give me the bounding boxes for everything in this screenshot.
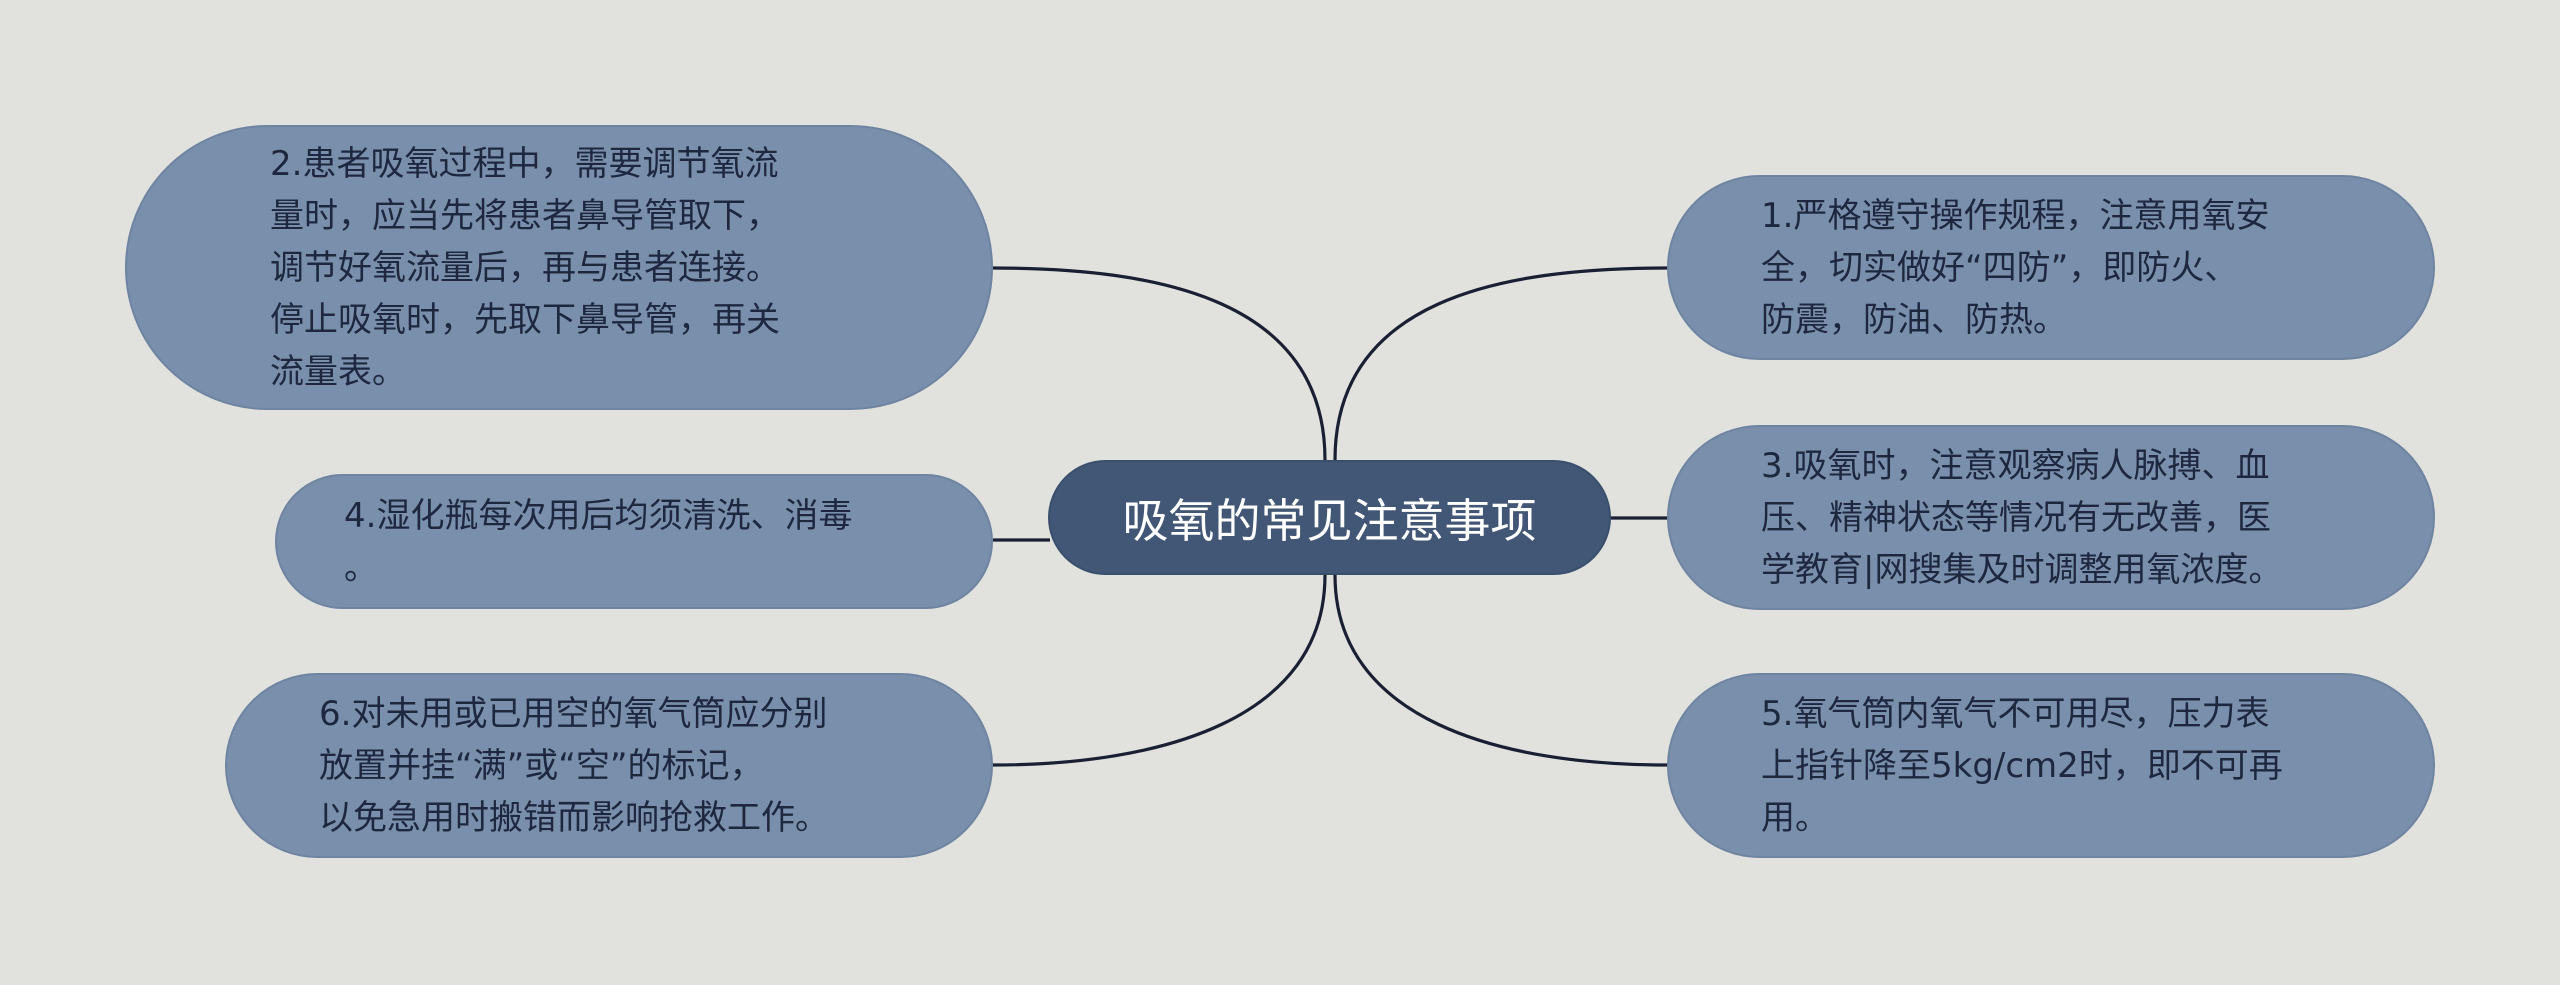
connector-n1 [1333, 266, 1668, 461]
topic-node-3-text: 3.吸氧时，注意观察病人脉搏、血 压、精神状态等情况有无改善，医 学教育|网搜集… [1761, 445, 2283, 590]
topic-node-6[interactable]: 6.对未用或已用空的氧气筒应分别 放置并挂“满”或“空”的标记， 以免急用时搬错… [225, 673, 993, 858]
topic-node-1-text: 1.严格遵守操作规程，注意用氧安 全，切实做好“四防”，即防火、 防震，防油、防… [1761, 195, 2270, 340]
topic-node-6-text: 6.对未用或已用空的氧气筒应分别 放置并挂“满”或“空”的标记， 以免急用时搬错… [319, 693, 829, 838]
connector-n5 [1333, 574, 1668, 767]
topic-node-2[interactable]: 2.患者吸氧过程中，需要调节氧流 量时，应当先将患者鼻导管取下， 调节好氧流量后… [125, 125, 993, 410]
connector-n2 [992, 266, 1327, 461]
topic-node-1[interactable]: 1.严格遵守操作规程，注意用氧安 全，切实做好“四防”，即防火、 防震，防油、防… [1667, 175, 2435, 360]
central-topic[interactable]: 吸氧的常见注意事项 [1048, 460, 1611, 575]
topic-node-4[interactable]: 4.湿化瓶每次用后均须清洗、消毒 。 [275, 474, 993, 609]
topic-node-5[interactable]: 5.氧气筒内氧气不可用尽，压力表 上指针降至5kg/cm2时，即不可再 用。 [1667, 673, 2435, 858]
topic-node-3[interactable]: 3.吸氧时，注意观察病人脉搏、血 压、精神状态等情况有无改善，医 学教育|网搜集… [1667, 425, 2435, 610]
topic-node-4-text: 4.湿化瓶每次用后均须清洗、消毒 。 [344, 495, 853, 588]
central-topic-label: 吸氧的常见注意事项 [1122, 493, 1537, 548]
topic-node-5-text: 5.氧气筒内氧气不可用尽，压力表 上指针降至5kg/cm2时，即不可再 用。 [1761, 693, 2283, 838]
topic-node-2-text: 2.患者吸氧过程中，需要调节氧流 量时，应当先将患者鼻导管取下， 调节好氧流量后… [270, 143, 780, 392]
connector-n6 [992, 574, 1327, 767]
